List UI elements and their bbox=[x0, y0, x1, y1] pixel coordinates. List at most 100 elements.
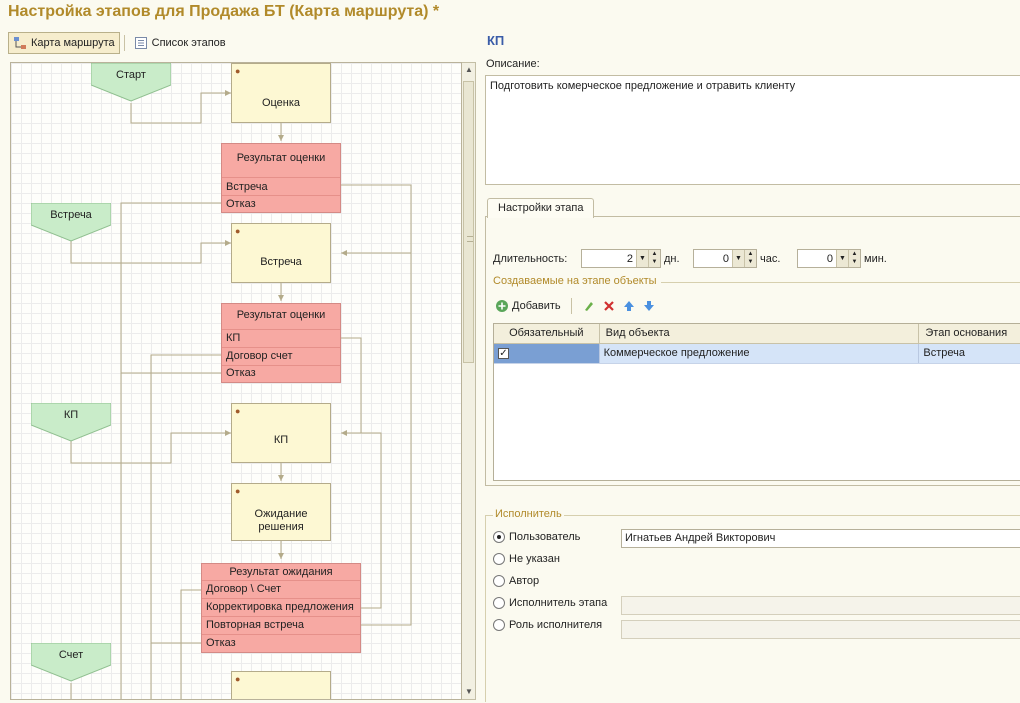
minutes-field[interactable]: 0 ▼ ▲▼ bbox=[797, 249, 861, 268]
radio-dot bbox=[493, 575, 505, 587]
hours-field[interactable]: 0 ▼ ▲▼ bbox=[693, 249, 757, 268]
object-type-cell[interactable]: Коммерческое предложение bbox=[600, 344, 920, 363]
user-icon: ● bbox=[235, 406, 241, 416]
objects-section-title: Создаваемые на этапе объекты bbox=[493, 275, 657, 287]
result-node[interactable]: Результат ожидания Договор \ Счет Коррек… bbox=[201, 563, 361, 653]
route-map-label: Карта маршрута bbox=[31, 37, 115, 49]
stage-list-label: Список этапов bbox=[151, 37, 226, 49]
stage-label: КП bbox=[273, 434, 289, 446]
executor-role-field[interactable] bbox=[621, 620, 1020, 639]
stage-node[interactable]: ● Встреча bbox=[231, 223, 331, 283]
hours-value: 0 bbox=[722, 252, 729, 265]
entry-node[interactable]: Встреча bbox=[31, 203, 111, 243]
dropdown-icon[interactable]: ▼ bbox=[732, 250, 744, 267]
route-map-button[interactable]: Карта маршрута bbox=[8, 32, 120, 54]
toolbar-separator bbox=[123, 35, 125, 51]
radio-dot bbox=[493, 619, 505, 631]
add-button[interactable]: Добавить bbox=[495, 299, 561, 313]
table-row[interactable]: ✓ Коммерческое предложение Встреча bbox=[494, 344, 1020, 364]
start-label: Старт bbox=[116, 69, 146, 81]
result-option[interactable]: Повторная встреча bbox=[202, 617, 360, 635]
grip-icon bbox=[467, 236, 473, 242]
days-value: 2 bbox=[626, 252, 633, 265]
radio-author[interactable]: Автор bbox=[493, 575, 539, 587]
tab-border-bottom bbox=[485, 485, 1020, 486]
result-node[interactable]: Результат оценки Встреча Отказ bbox=[221, 143, 341, 213]
entry-node[interactable]: Счет bbox=[31, 643, 111, 683]
entry-shape bbox=[31, 403, 111, 442]
tab-border-left bbox=[485, 216, 486, 486]
radio-stage-executor[interactable]: Исполнитель этапа bbox=[493, 597, 607, 609]
minutes-unit: мин. bbox=[864, 253, 887, 265]
route-map-icon bbox=[14, 37, 26, 49]
stepper-icon[interactable]: ▲▼ bbox=[848, 250, 860, 267]
col-required[interactable]: Обязательный bbox=[494, 324, 600, 343]
scroll-up-icon[interactable]: ▲ bbox=[465, 65, 473, 74]
move-down-icon[interactable] bbox=[642, 299, 656, 313]
stage-name: КП bbox=[487, 33, 505, 48]
stage-node[interactable]: ● Ожидание решения bbox=[231, 483, 331, 541]
entry-label: Встреча bbox=[50, 209, 92, 221]
hours-unit: час. bbox=[760, 253, 781, 265]
duration-label: Длительность: bbox=[493, 253, 568, 265]
radio-not-set[interactable]: Не указан bbox=[493, 553, 560, 565]
radio-user[interactable]: Пользователь bbox=[493, 531, 580, 543]
toolbar-separator bbox=[570, 298, 572, 314]
dropdown-icon[interactable]: ▼ bbox=[636, 250, 648, 267]
dropdown-icon[interactable]: ▼ bbox=[836, 250, 848, 267]
stage-node[interactable]: ● bbox=[231, 671, 331, 699]
result-option[interactable]: Встреча bbox=[222, 178, 340, 196]
basis-cell[interactable]: Встреча bbox=[923, 347, 965, 359]
entry-label: Счет bbox=[58, 649, 84, 661]
stage-node[interactable]: ● КП bbox=[231, 403, 331, 463]
scroll-thumb[interactable] bbox=[463, 81, 474, 363]
move-up-icon[interactable] bbox=[622, 299, 636, 313]
tab-stage-settings[interactable]: Настройки этапа bbox=[487, 198, 595, 218]
result-option[interactable]: Отказ bbox=[226, 198, 256, 210]
user-icon: ● bbox=[235, 486, 241, 496]
col-basis-stage[interactable]: Этап основания bbox=[925, 327, 1008, 339]
result-option[interactable]: КП bbox=[222, 330, 340, 348]
edit-icon[interactable] bbox=[582, 299, 596, 313]
stage-node[interactable]: ● Оценка bbox=[231, 63, 331, 123]
stage-label-line1: Ожидание bbox=[254, 508, 308, 520]
stage-list-button[interactable]: Список этапов bbox=[129, 32, 231, 54]
entry-node[interactable]: КП bbox=[31, 403, 111, 443]
view-toolbar: Карта маршрута Список этапов bbox=[8, 32, 231, 54]
result-option[interactable]: Корректировка предложения bbox=[202, 599, 360, 617]
start-node[interactable]: Старт bbox=[91, 63, 171, 103]
description-field[interactable]: Подготовить комерческое предложение и от… bbox=[485, 75, 1020, 185]
entry-shape bbox=[31, 203, 111, 242]
arrow-heads bbox=[225, 90, 347, 559]
scroll-down-icon[interactable]: ▼ bbox=[465, 687, 473, 696]
radio-dot bbox=[493, 597, 505, 609]
canvas-scrollbar[interactable]: ▲ ▼ bbox=[462, 62, 476, 700]
days-field[interactable]: 2 ▼ ▲▼ bbox=[581, 249, 661, 268]
stage-executor-field[interactable] bbox=[621, 596, 1020, 615]
stepper-icon[interactable]: ▲▼ bbox=[648, 250, 660, 267]
result-option[interactable]: Договор счет bbox=[222, 348, 340, 366]
col-object-type[interactable]: Вид объекта bbox=[600, 324, 920, 343]
section-divider bbox=[661, 282, 1020, 283]
stage-label: Встреча bbox=[260, 256, 302, 268]
radio-label: Роль исполнителя bbox=[509, 619, 603, 631]
required-checkbox[interactable]: ✓ bbox=[498, 348, 509, 359]
result-option[interactable]: Отказ bbox=[206, 637, 236, 649]
days-unit: дн. bbox=[664, 253, 680, 265]
radio-executor-role[interactable]: Роль исполнителя bbox=[493, 619, 602, 631]
entry-label: КП bbox=[63, 409, 79, 421]
window-title: Настройка этапов для Продажа БТ (Карта м… bbox=[8, 3, 440, 20]
result-node[interactable]: Результат оценки КП Договор счет Отказ bbox=[221, 303, 341, 383]
radio-label: Автор bbox=[509, 575, 540, 587]
user-field[interactable]: Игнатьев Андрей Викторович bbox=[621, 529, 1020, 548]
delete-icon[interactable] bbox=[602, 299, 616, 313]
stepper-icon[interactable]: ▲▼ bbox=[744, 250, 756, 267]
start-shape bbox=[91, 63, 171, 102]
radio-dot bbox=[493, 553, 505, 565]
result-option[interactable]: Отказ bbox=[226, 367, 256, 379]
route-map-canvas[interactable]: Старт ● Оценка Результат оценки Встреча … bbox=[10, 62, 462, 700]
objects-table[interactable]: Обязательный Вид объекта Этап основания … bbox=[493, 323, 1020, 481]
required-cell[interactable]: ✓ bbox=[494, 344, 600, 363]
result-option[interactable]: Договор \ Счет bbox=[202, 581, 360, 599]
